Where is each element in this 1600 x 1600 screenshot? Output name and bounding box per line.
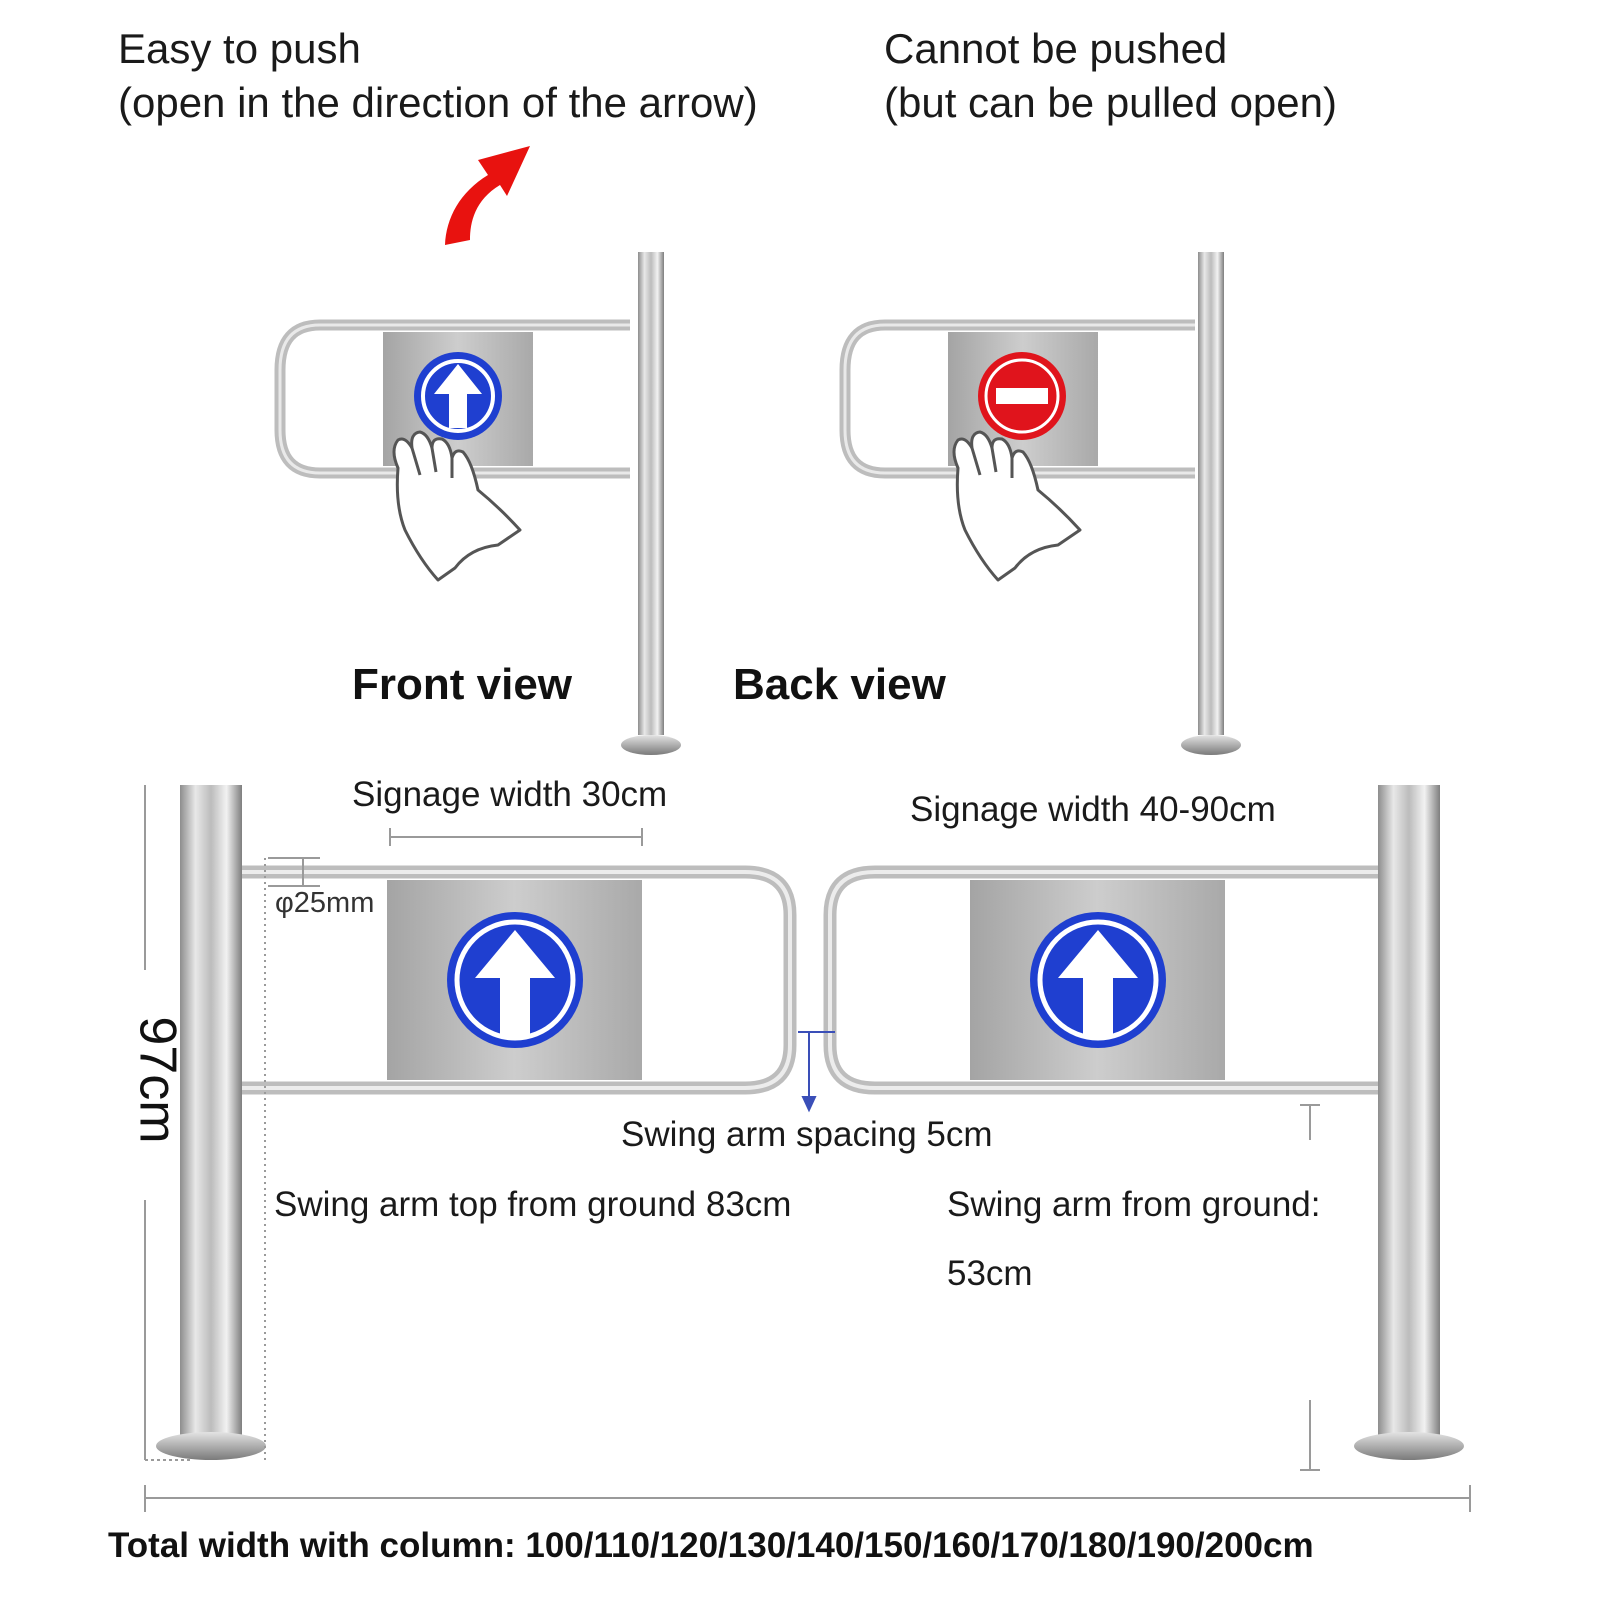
post <box>638 252 664 735</box>
signage-width-left: Signage width 30cm <box>352 775 668 814</box>
post-base <box>621 735 681 755</box>
arm-spacing-label: Swing arm spacing 5cm <box>621 1115 993 1154</box>
dimension-lines <box>144 785 1471 1512</box>
front-view-label: Front view <box>352 660 573 709</box>
back-caption-line1: Cannot be pushed <box>884 25 1228 72</box>
arrow-up-icon <box>1030 912 1166 1048</box>
back-view-label: Back view <box>733 660 946 709</box>
post-base <box>1181 735 1241 755</box>
hand-icon <box>392 430 522 582</box>
left-swing-arm <box>242 865 797 1095</box>
tube-diameter: φ25mm <box>275 887 375 919</box>
arrow-up-icon <box>447 912 583 1048</box>
post <box>1198 252 1224 735</box>
arm-top-label: Swing arm top from ground 83cm <box>274 1185 792 1224</box>
front-view-gate <box>274 252 681 755</box>
front-caption-line1: Easy to push <box>118 25 361 72</box>
spacing-arrow-icon <box>798 1031 835 1113</box>
front-caption-line2: (open in the direction of the arrow) <box>118 79 758 126</box>
left-post <box>180 785 242 1440</box>
no-entry-icon <box>978 352 1066 440</box>
left-post-base <box>156 1432 266 1460</box>
signage-width-right: Signage width 40-90cm <box>910 790 1276 829</box>
push-direction-arrow-icon <box>445 146 530 245</box>
right-post <box>1378 785 1440 1440</box>
right-post-base <box>1354 1432 1464 1460</box>
height-label: 97cm <box>128 1016 187 1144</box>
back-caption-line2: (but can be pulled open) <box>884 79 1337 126</box>
right-swing-arm <box>823 865 1378 1095</box>
arrow-up-icon <box>414 352 502 440</box>
hand-icon <box>952 430 1082 582</box>
arm-ground-label-line1: Swing arm from ground: <box>947 1185 1321 1224</box>
back-view-gate <box>839 252 1241 755</box>
arm-ground-label-line2: 53cm <box>947 1254 1033 1293</box>
total-width-label: Total width with column: 100/110/120/130… <box>108 1526 1314 1565</box>
